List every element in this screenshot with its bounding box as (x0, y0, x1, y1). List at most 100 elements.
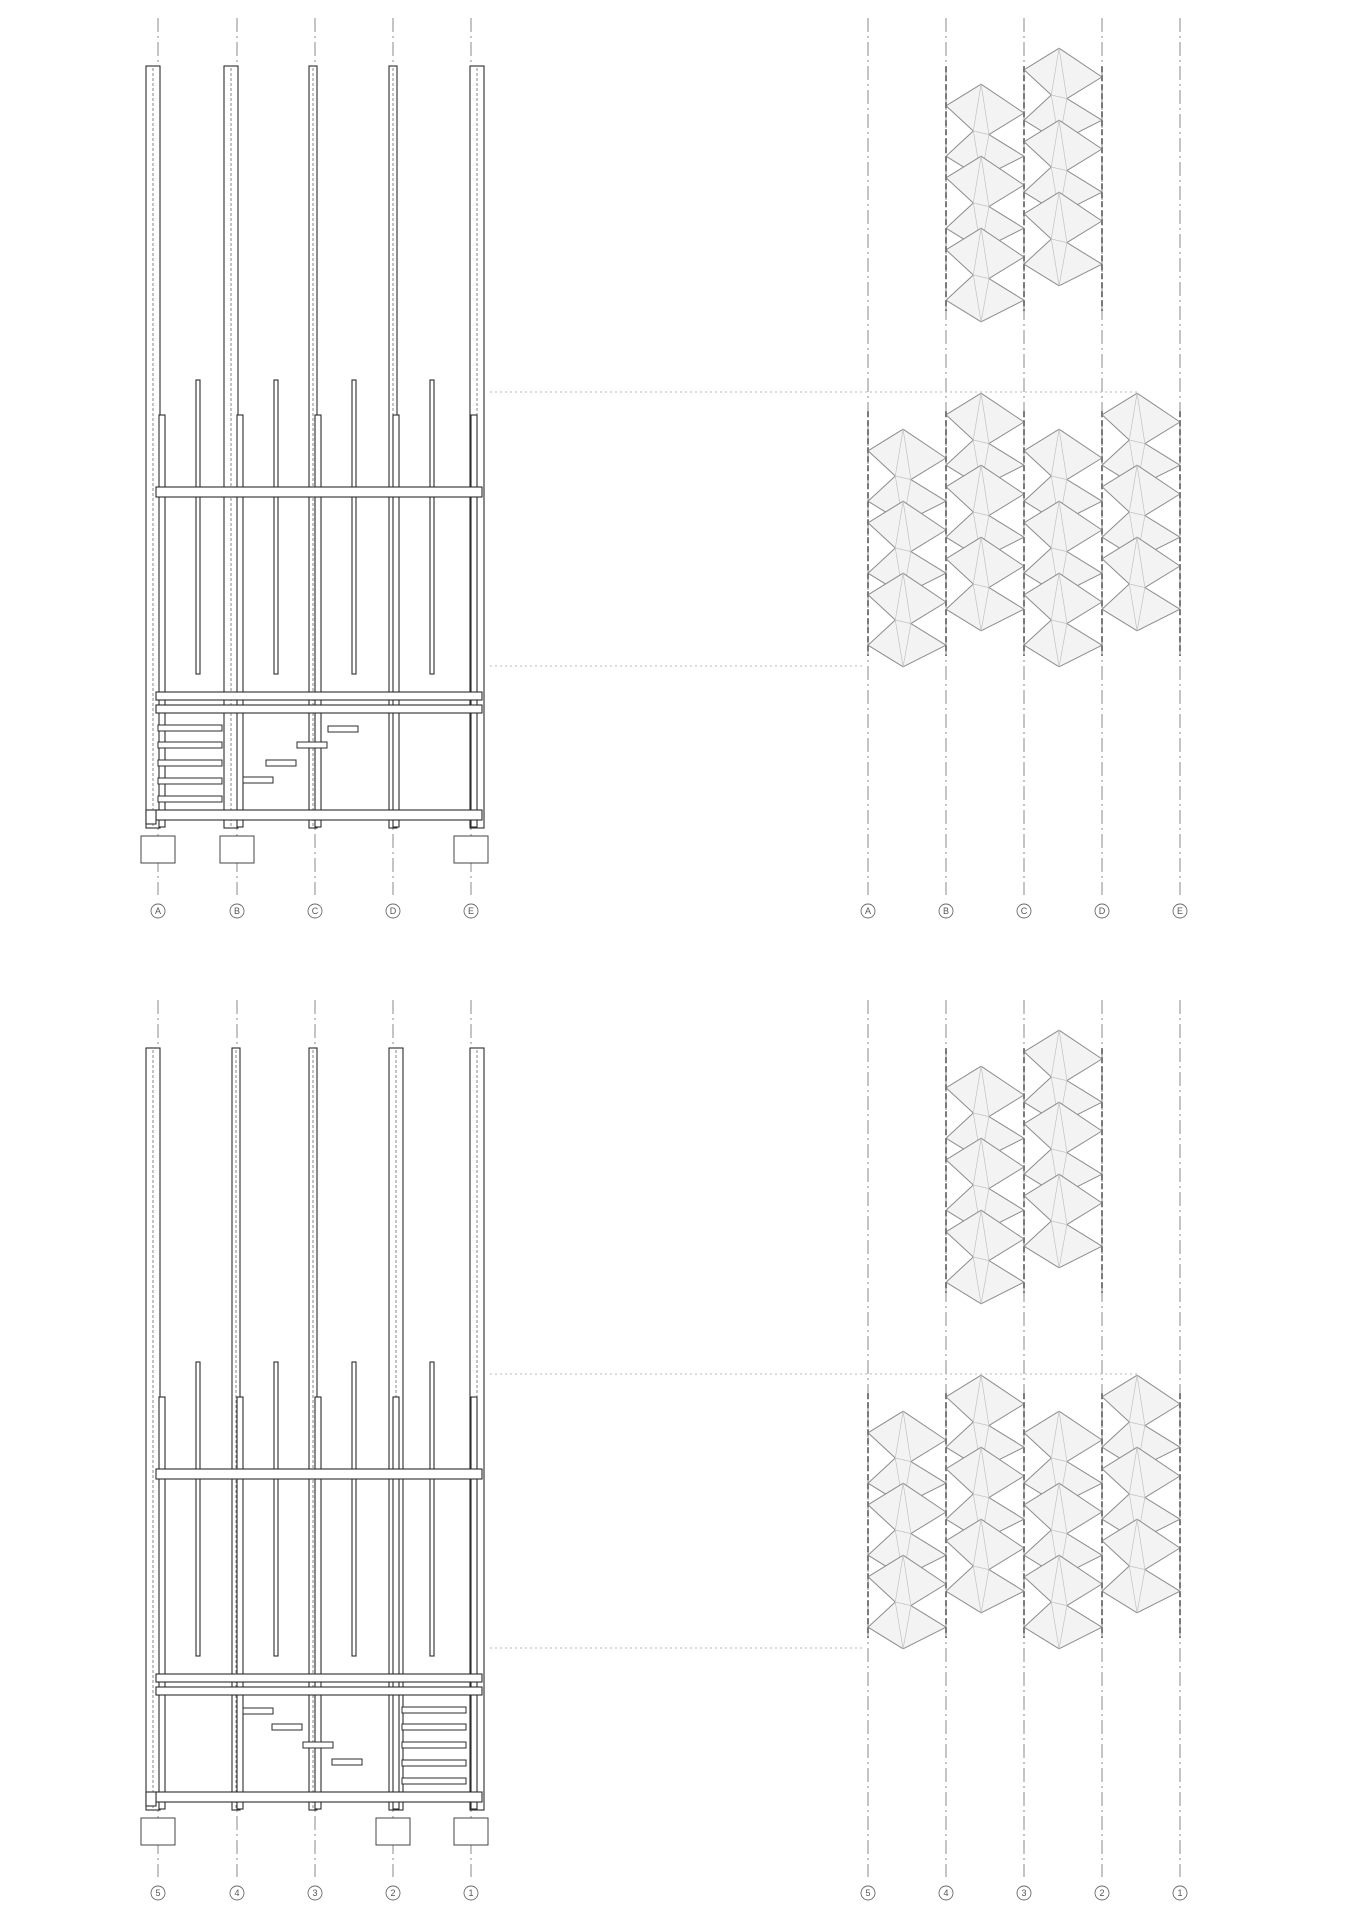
fold-line (980, 587, 990, 631)
fold-line (895, 1601, 911, 1606)
fold-line (902, 501, 912, 552)
stair-tread (401, 1706, 467, 1714)
fold-line (1058, 1102, 1068, 1153)
fold-line (1058, 1605, 1068, 1649)
stair-tread (157, 759, 223, 767)
fold-line (1050, 120, 1060, 168)
fold-line (1050, 1555, 1060, 1603)
grid-label-right: 4 (943, 1888, 948, 1898)
fold-line (973, 1112, 989, 1117)
folded-panel (1101, 536, 1181, 632)
grid-label-right: C (1021, 906, 1028, 916)
fold-line (1128, 1447, 1138, 1495)
fold-line (894, 1555, 904, 1603)
fold-line (895, 1457, 911, 1462)
fin-mullion (195, 1361, 201, 1657)
fold-line (1136, 1375, 1146, 1426)
grid-bubble-right (1016, 903, 1032, 919)
fold-line (972, 1447, 982, 1495)
fold-line (1058, 1174, 1068, 1225)
fold-line (1051, 1457, 1067, 1462)
fold-line (980, 1519, 990, 1570)
fold-line (1050, 48, 1060, 96)
stair-tread (157, 795, 223, 803)
horizontal-beam (155, 486, 483, 498)
inner-post (236, 414, 244, 828)
fold-line (902, 623, 912, 667)
fold-line (980, 228, 990, 279)
fold-line (1050, 1483, 1060, 1531)
fold-line (1050, 192, 1060, 240)
grid-bubble-right (860, 1885, 876, 1901)
fold-line (1128, 1519, 1138, 1567)
fold-line (1051, 1076, 1067, 1081)
fold-line (1129, 583, 1145, 588)
fold-line (1050, 238, 1060, 286)
grid-label-left: 5 (155, 1888, 160, 1898)
fold-line (1136, 393, 1146, 444)
grid-bubble-left (463, 1885, 479, 1901)
fold-line (973, 130, 989, 135)
folded-panel (1023, 1554, 1103, 1650)
grid-bubble-left (150, 1885, 166, 1901)
stair-tread (271, 1723, 303, 1731)
fold-line (972, 465, 982, 513)
fold-line (973, 202, 989, 207)
footing-block (219, 835, 255, 864)
footing-block (453, 835, 489, 864)
inner-post (314, 1396, 322, 1810)
fin-mullion (429, 1361, 435, 1657)
grid-label-left: 4 (234, 1888, 239, 1898)
fold-line (1051, 238, 1067, 243)
grid-bubble-left (385, 903, 401, 919)
fold-line (1058, 1555, 1068, 1606)
horizontal-beam (155, 1468, 483, 1480)
fold-line (894, 429, 904, 477)
fin-mullion (273, 1361, 279, 1657)
fold-line (980, 1375, 990, 1426)
fold-line (1128, 393, 1138, 441)
folded-panel (945, 536, 1025, 632)
grid-bubble-right (938, 1885, 954, 1901)
grid-label-left: E (468, 906, 474, 916)
fold-line (972, 84, 982, 132)
fold-line (1129, 1565, 1145, 1570)
grid-bubble-left (229, 1885, 245, 1901)
fold-line (895, 475, 911, 480)
horizontal-beam (155, 1791, 483, 1803)
fin-mullion (351, 379, 357, 675)
fold-line (1128, 1565, 1138, 1613)
inner-post (392, 414, 400, 828)
grid-bubble-right (938, 903, 954, 919)
fold-line (1128, 465, 1138, 513)
fold-line (1051, 1601, 1067, 1606)
fold-line (1058, 429, 1068, 480)
footing-block (140, 1817, 176, 1846)
folded-panel (1023, 572, 1103, 668)
fold-line (973, 1493, 989, 1498)
inner-post (158, 414, 166, 828)
stair-tread (401, 1741, 467, 1749)
stair-tread (401, 1759, 467, 1767)
stair-tread (157, 724, 223, 732)
grid-label-right: 2 (1099, 1888, 1104, 1898)
grid-label-right: A (865, 906, 871, 916)
fin-mullion (273, 379, 279, 675)
fold-line (1136, 1447, 1146, 1498)
fold-line (1051, 1220, 1067, 1225)
grid-bubble-left (307, 1885, 323, 1901)
fold-line (1058, 120, 1068, 171)
fold-line (980, 393, 990, 444)
grid-label-left: 1 (468, 1888, 473, 1898)
grid-label-left: 3 (312, 1888, 317, 1898)
horizontal-beam (155, 691, 483, 701)
stair-tread (331, 1758, 363, 1766)
fold-line (894, 1483, 904, 1531)
fold-line (902, 429, 912, 480)
fold-line (1058, 192, 1068, 243)
fold-line (1136, 1569, 1146, 1613)
inner-post (236, 1396, 244, 1810)
grid-bubble-left (307, 903, 323, 919)
fold-line (1050, 1220, 1060, 1268)
